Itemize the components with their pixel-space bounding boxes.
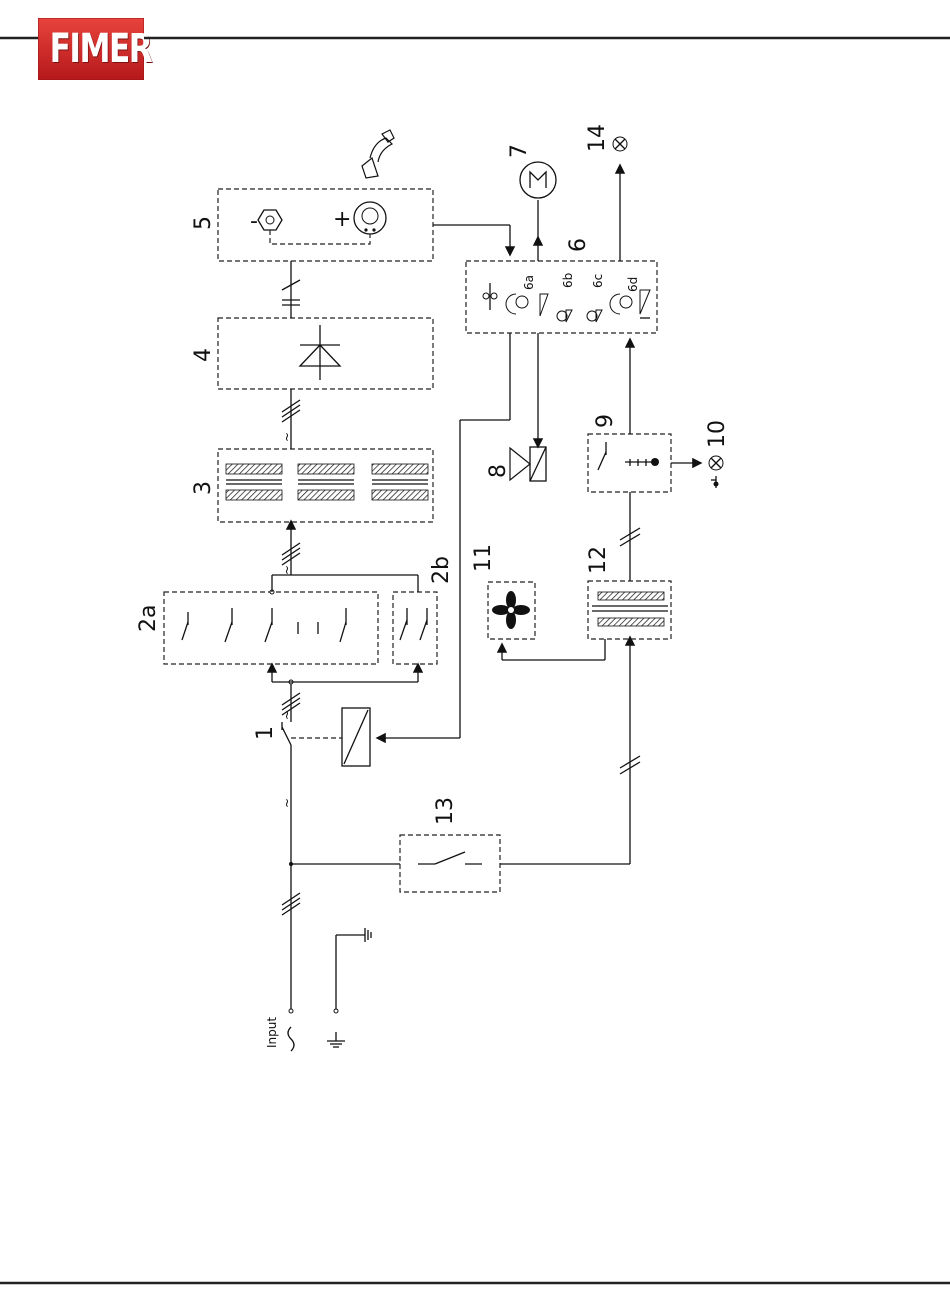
diode-icon	[300, 325, 340, 380]
motor-icon: 7	[507, 144, 556, 198]
svg-text:2a: 2a	[136, 605, 161, 632]
ac-input-icon	[288, 1027, 294, 1051]
block-12: 12	[586, 546, 671, 639]
thermostat-icon	[625, 458, 659, 466]
svg-text:9: 9	[593, 414, 618, 428]
svg-text:10: 10	[705, 420, 730, 448]
fan-icon	[492, 591, 530, 629]
lamp-icon: 10	[705, 420, 730, 470]
svg-text:2b: 2b	[429, 556, 454, 584]
block-5: 5 - +	[191, 189, 433, 261]
svg-text:14: 14	[585, 124, 610, 152]
input-terminal: Input ~	[265, 745, 371, 1051]
block-3: 3	[191, 449, 433, 522]
ground-icon	[327, 928, 371, 1047]
svg-text:6c: 6c	[591, 274, 605, 288]
svg-text:4: 4	[191, 348, 216, 362]
svg-text:+: +	[333, 207, 351, 232]
svg-text:13: 13	[433, 797, 458, 825]
block-6: 6 6a 6b 6c 6d	[466, 238, 657, 333]
svg-text:6b: 6b	[561, 273, 575, 288]
svg-text:11: 11	[471, 544, 496, 572]
svg-text:~: ~	[280, 565, 294, 575]
block-11: 11	[471, 544, 535, 639]
svg-text:6d: 6d	[626, 277, 640, 292]
positive-terminal-icon	[354, 202, 386, 234]
block-13: 13	[400, 797, 500, 892]
thermometer-icon	[711, 476, 719, 488]
svg-text:1: 1	[253, 726, 278, 740]
torch-icon	[362, 130, 394, 178]
svg-text:~: ~	[280, 710, 294, 720]
svg-text:8: 8	[486, 464, 511, 478]
svg-text:7: 7	[507, 144, 532, 158]
svg-text:3: 3	[191, 481, 216, 495]
block-1: 1	[253, 708, 370, 766]
negative-terminal-icon	[258, 210, 282, 230]
svg-text:5: 5	[191, 216, 216, 230]
block-2a: 2a	[136, 592, 378, 664]
svg-text:-: -	[250, 209, 258, 234]
block-4: 4	[191, 318, 433, 389]
svg-text:6: 6	[566, 238, 591, 252]
svg-text:6a: 6a	[522, 275, 536, 290]
svg-text:Input: Input	[265, 1017, 279, 1048]
valve-icon: 8	[486, 447, 546, 481]
lamp-icon: 14	[585, 124, 627, 152]
svg-text:12: 12	[586, 546, 611, 574]
block-2b: 2b	[393, 556, 454, 664]
svg-text:~: ~	[280, 432, 294, 442]
potentiometer-icon	[483, 283, 497, 310]
svg-text:~: ~	[280, 798, 294, 808]
